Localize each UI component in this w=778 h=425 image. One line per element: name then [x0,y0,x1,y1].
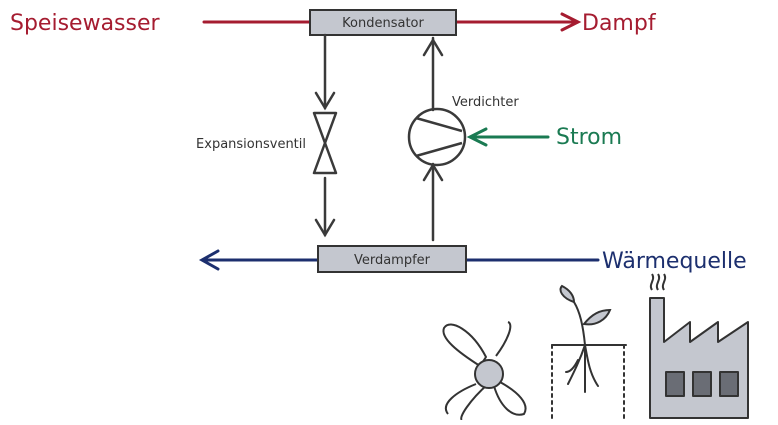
fan-icon [442,321,527,421]
compressor-icon [407,107,467,167]
expansion-valve-icon [312,111,338,175]
arrowhead-down-lower [314,218,336,238]
arrowhead-up-upper [422,37,444,57]
factory-icon [649,273,749,419]
evaporator: Verdampfer [317,245,467,273]
plant-icon [551,284,627,419]
evaporator-label: Verdampfer [354,253,431,268]
feedwater-label: Speisewasser [10,11,161,36]
condenser-label: Kondensator [342,16,424,31]
arrowhead-down-upper [314,91,336,111]
heat-source-label: Wärmequelle [602,249,747,274]
steam-arrowhead [560,12,582,32]
evaporator-box [317,245,467,273]
heat-out-arrowhead [198,249,220,271]
steam-label: Dampf [582,11,657,36]
compressor-label: Verdichter [452,95,519,110]
electricity-arrowhead [466,127,488,147]
refrigerant-pipe-left [314,33,336,238]
condenser-box [309,9,457,36]
electricity-line [466,127,550,147]
expansion-valve-label: Expansionsventil [196,137,306,152]
heat-source-line [198,249,600,271]
condenser: Kondensator [309,9,457,36]
electricity-label: Strom [556,125,622,150]
refrigerant-pipe-right [422,36,444,242]
water-steam-line [202,12,582,32]
